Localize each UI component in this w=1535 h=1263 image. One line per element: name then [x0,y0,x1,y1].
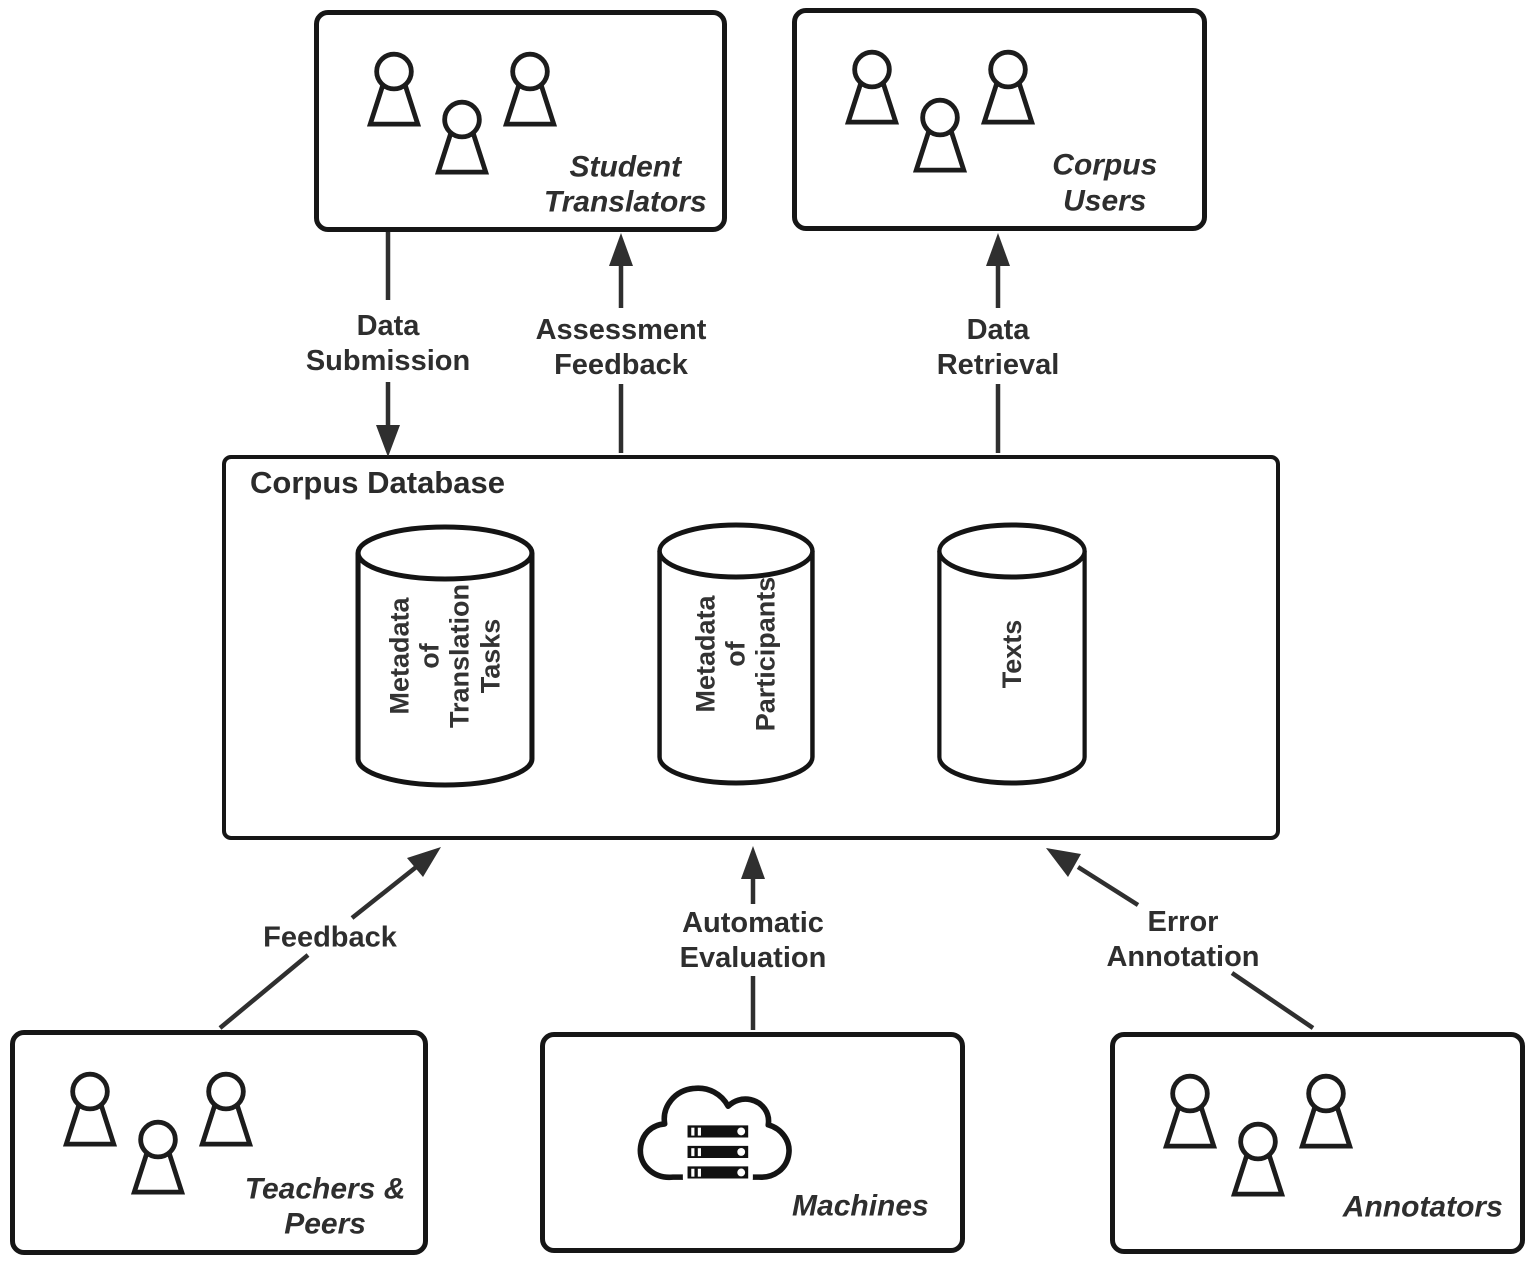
database-cylinder-icon [937,522,1087,786]
data-submission-label: Data Submission [305,310,471,377]
corpus-database-title: Corpus Database [250,465,505,500]
person-icon [197,1071,255,1148]
database-cylinder-icon [355,524,535,788]
person-icon [1297,1073,1355,1150]
teachers-peers-box: Teachers & Peers [10,1030,428,1255]
person-icon [1161,1073,1219,1150]
cylinder-translation-tasks: Metadata of Translation Tasks [354,521,536,791]
cylinder-label: Texts [996,619,1027,689]
person-icon [1229,1121,1287,1198]
machines-box: Machines [540,1032,965,1253]
cloud-servers-icon [637,1085,792,1184]
annotators-label: Annotators [1342,1189,1503,1223]
arrowhead-diagonal-icon [1046,848,1081,877]
person-icon [501,51,559,128]
cylinder-label: Metadata of Translation Tasks [384,583,506,729]
error-annotation-label: Error Annotation [1106,906,1260,973]
person-icon [61,1071,119,1148]
feedback-label: Feedback [263,921,397,954]
arrowhead-up-icon [741,846,765,879]
person-icon [979,49,1037,126]
server-stack-icon [682,1120,753,1184]
teachers-peers-label: Teachers & Peers [244,1172,406,1241]
arrowhead-diagonal-icon [407,847,441,877]
corpus-users-label: Corpus Users [1052,149,1158,218]
corpus-users-box: Corpus Users [792,8,1207,231]
arrowhead-up-icon [609,233,633,266]
assessment-feedback-label: Assessment Feedback [535,314,707,381]
corpus-database-box: Corpus Database Metadata of Translation … [222,455,1280,840]
person-icon [365,51,423,128]
arrowhead-up-icon [986,233,1010,266]
cylinder-label: Metadata of Participants [690,576,782,732]
arrowhead-down-icon [376,425,400,457]
data-retrieval-label: Data Retrieval [936,314,1060,381]
student-translators-label: Student Translators [543,150,707,219]
database-cylinder-icon [657,522,815,786]
annotators-box: Annotators [1110,1032,1525,1254]
automatic-evaluation-label: Automatic Evaluation [679,907,827,974]
student-translators-box: Student Translators [314,10,727,232]
machines-label: Machines [792,1189,929,1223]
cylinder-participants: Metadata of Participants [656,519,816,789]
person-icon [843,49,901,126]
cylinder-texts: Texts [936,519,1088,789]
